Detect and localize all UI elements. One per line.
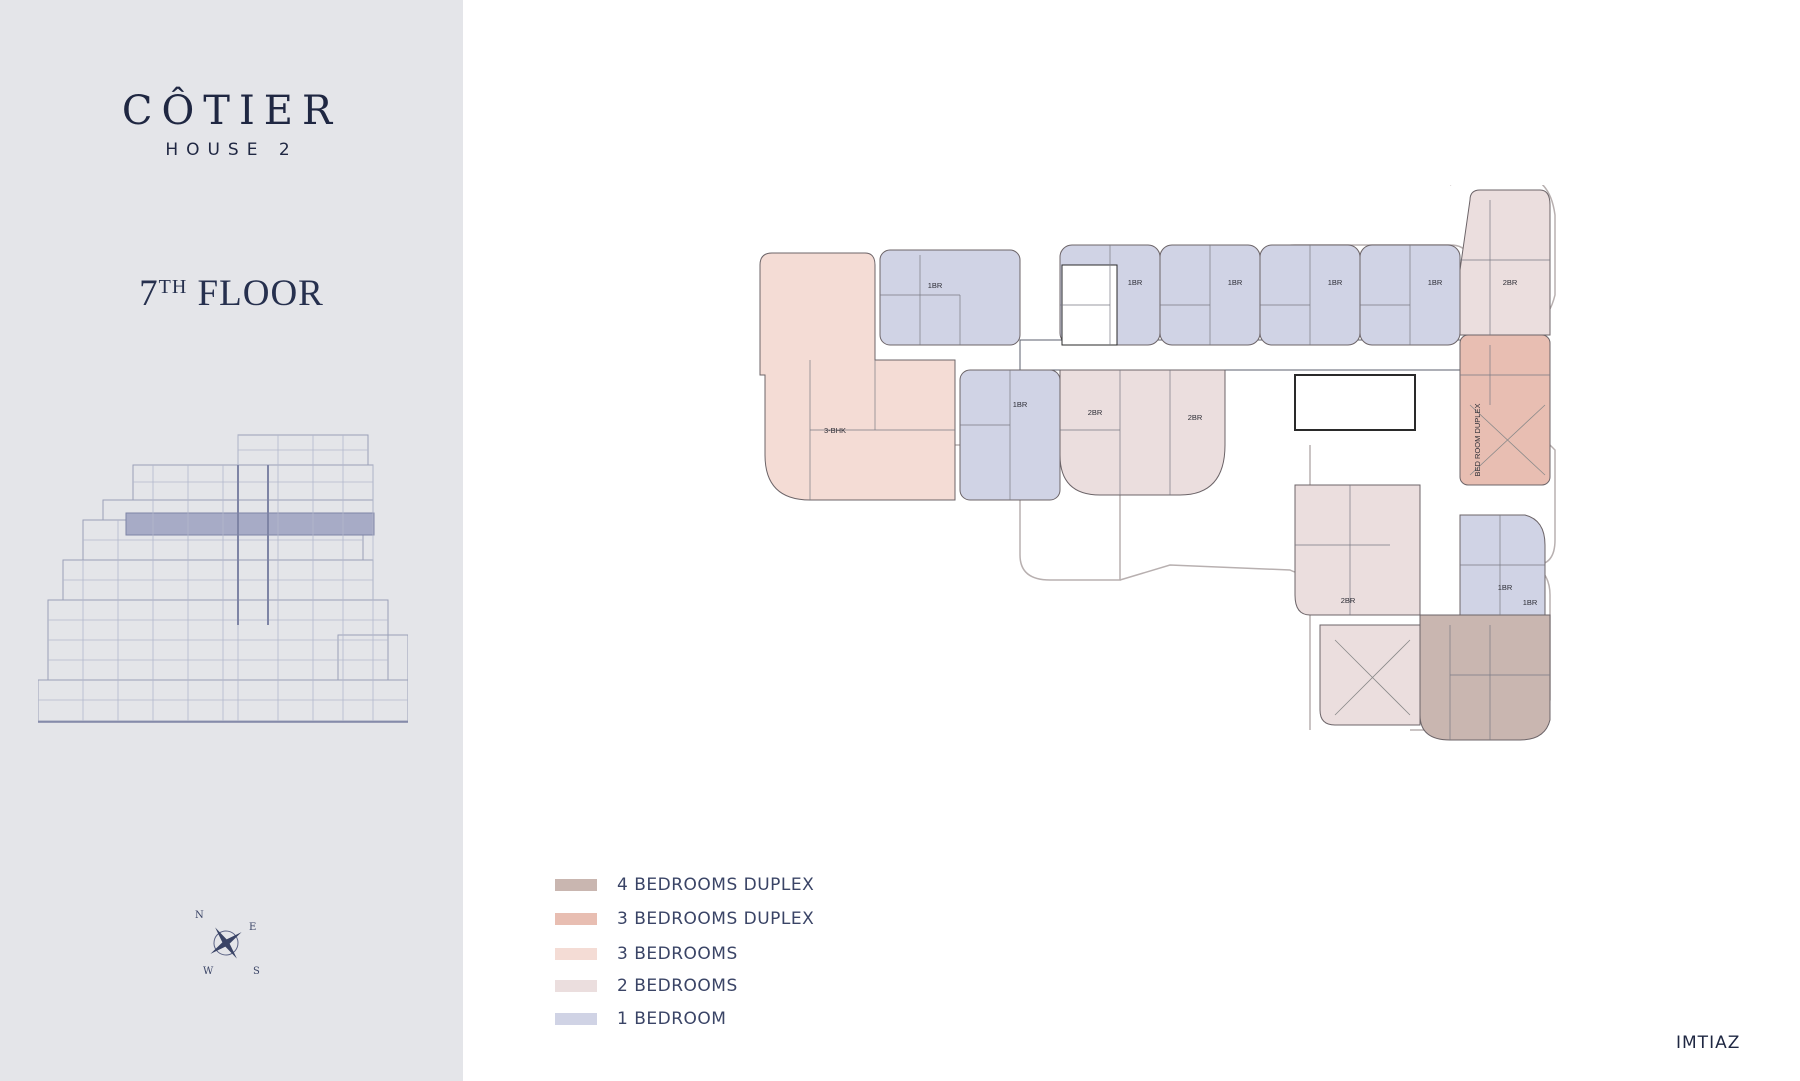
- unit-label: 3-BHK: [824, 426, 846, 435]
- unit-label: 2BR: [1088, 408, 1103, 417]
- unit-label: 1BR: [1128, 278, 1143, 287]
- legend-swatch: [555, 913, 597, 925]
- legend-swatch: [555, 1013, 597, 1025]
- unit-label: 1BR: [1523, 598, 1538, 607]
- floor-title: 7TH FLOOR: [0, 272, 463, 315]
- imtiaz-logo: IMTIAZ: [1676, 1033, 1741, 1053]
- floor-number: 7: [139, 273, 159, 314]
- compass-w: W: [203, 966, 214, 977]
- brand-subtitle: HOUSE 2: [165, 140, 298, 160]
- left-panel: CÔTIER HOUSE 2 7TH FLOOR: [0, 0, 463, 1081]
- unit-label: 2BR: [1503, 278, 1518, 287]
- unit-label: 2BR: [1341, 596, 1356, 605]
- unit-label: 1BR: [928, 281, 943, 290]
- legend-item: 1 BEDROOM: [555, 1009, 726, 1029]
- legend-label: 3 BEDROOMS: [617, 944, 738, 964]
- legend-item: 4 BEDROOMS DUPLEX: [555, 875, 814, 895]
- floor-suffix: TH: [158, 276, 188, 298]
- legend-label: 4 BEDROOMS DUPLEX: [617, 875, 815, 895]
- legend-item: 3 BEDROOMS: [555, 944, 738, 964]
- legend-label: 3 BEDROOMS DUPLEX: [617, 909, 815, 929]
- unit-label: 1BR: [1428, 278, 1443, 287]
- floor-plan: 1BR 1BR 1BR 1BR 1BR 3-BHK 1BR 2BR 2BR 2B…: [759, 185, 1556, 741]
- floor-word: FLOOR: [197, 273, 324, 314]
- brand-name: CÔTIER: [121, 88, 342, 134]
- compass-rose-icon: N E S W: [195, 910, 260, 977]
- legend-swatch: [555, 948, 597, 960]
- legend-swatch: [555, 879, 597, 891]
- legend-swatch: [555, 980, 597, 992]
- unit-label: 1BR: [1328, 278, 1343, 287]
- unit-label: 1BR: [1013, 400, 1028, 409]
- legend-label: 2 BEDROOMS: [617, 976, 738, 996]
- unit-label: 2BR: [1188, 413, 1203, 422]
- legend-item: 2 BEDROOMS: [555, 976, 738, 996]
- unit-label: 1BR: [1228, 278, 1243, 287]
- compass-n: N: [195, 910, 204, 921]
- unit-label: BED ROOM DUPLEX: [1473, 404, 1482, 477]
- building-elevation: [38, 434, 408, 723]
- legend-label: 1 BEDROOM: [617, 1009, 727, 1029]
- unit-label: 1BR: [1498, 583, 1513, 592]
- legend-item: 3 BEDROOMS DUPLEX: [555, 909, 814, 929]
- compass-s: S: [253, 966, 260, 977]
- compass-e: E: [249, 922, 256, 933]
